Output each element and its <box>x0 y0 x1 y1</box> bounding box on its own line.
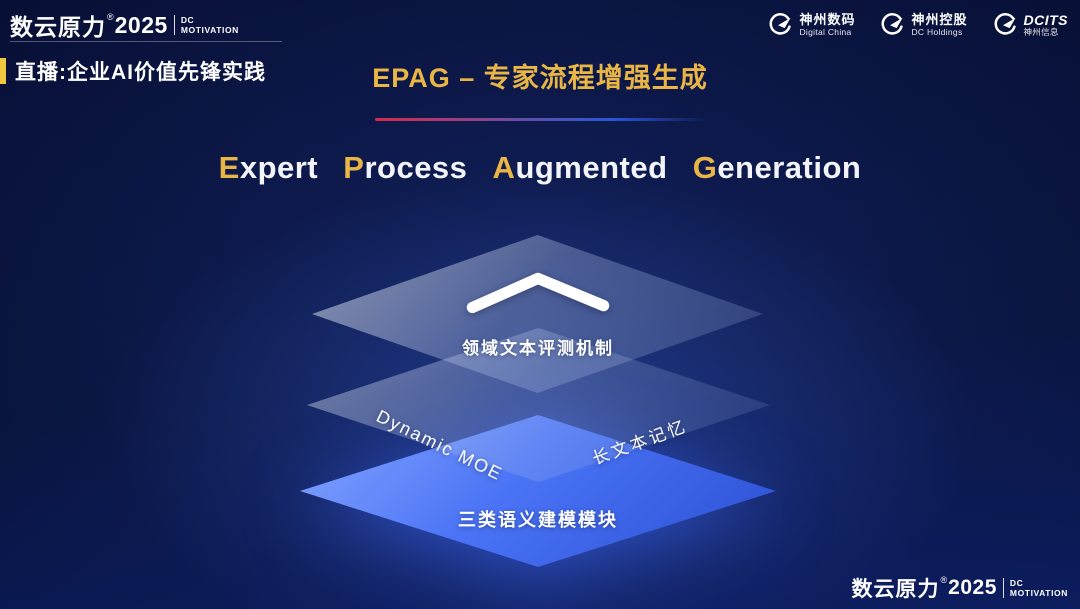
subtitle-word: Augmented <box>492 150 668 185</box>
brand-name: 数云原力 <box>851 578 940 601</box>
partner-subtitle: Digital China <box>799 26 852 37</box>
partner-title: 神州数码 <box>799 11 856 27</box>
layer-top-label: 领域文本评测机制 <box>462 339 614 358</box>
partner-title: 神州控股 <box>911 11 968 27</box>
live-label-row: 直播:企业AI价值先锋实践 <box>0 56 266 86</box>
partner-title: DCITS <box>1023 12 1068 28</box>
brand-motivation-text: MOTIVATION <box>180 25 239 35</box>
brand-name: 数云原力 <box>10 14 106 40</box>
subtitle-word: Expert <box>218 150 319 185</box>
registered-mark: ® <box>107 12 114 22</box>
brand-year: 2025 <box>948 576 997 599</box>
partner-subtitle: 神州信息 <box>1023 27 1059 38</box>
brand-year: 2025 <box>114 11 168 38</box>
brand-logo-bottom-right: 数云原力 ® 2025 DC MOTIVATION <box>852 573 1068 603</box>
brand-dc-text: DC <box>180 14 195 25</box>
slide-title: EPAG – 专家流程增强生成 <box>372 63 708 93</box>
dc-holdings-swoosh-icon <box>879 12 904 37</box>
brand-dc-text: DC <box>1009 577 1024 588</box>
digital-china-swoosh-icon <box>767 12 792 37</box>
brand-logo-top-left: 数云原力 ® 2025 DC MOTIVATION <box>10 8 239 42</box>
chevron-up-icon <box>466 272 610 314</box>
brand-underline <box>10 41 282 42</box>
layer-bottom-label: 三类语义建模模块 <box>458 510 618 530</box>
slide-subtitle: Expert Process Augmented Generation <box>0 150 1080 186</box>
divider-gradient-line <box>375 118 705 121</box>
dc-holdings-logo: 神州控股 DC Holdings <box>879 12 967 37</box>
dcits-swoosh-icon <box>992 12 1017 37</box>
subtitle-word: Generation <box>692 150 862 185</box>
registered-mark: ® <box>940 575 948 585</box>
brand-motivation-text: MOTIVATION <box>1009 588 1068 598</box>
live-label: 直播:企业AI价值先锋实践 <box>15 61 266 84</box>
digital-china-logo: 神州数码 Digital China <box>767 12 855 37</box>
dcits-logo: DCITS 神州信息 <box>992 12 1069 38</box>
live-accent-bar <box>0 58 6 84</box>
partner-logos: 神州数码 Digital China 神州控股 DC Holdings <box>767 12 1068 38</box>
brand-sub-lockup: DC MOTIVATION <box>1002 577 1068 599</box>
subtitle-word: Process <box>343 150 468 185</box>
partner-subtitle: DC Holdings <box>911 26 963 37</box>
brand-sub-lockup: DC MOTIVATION <box>173 14 239 36</box>
